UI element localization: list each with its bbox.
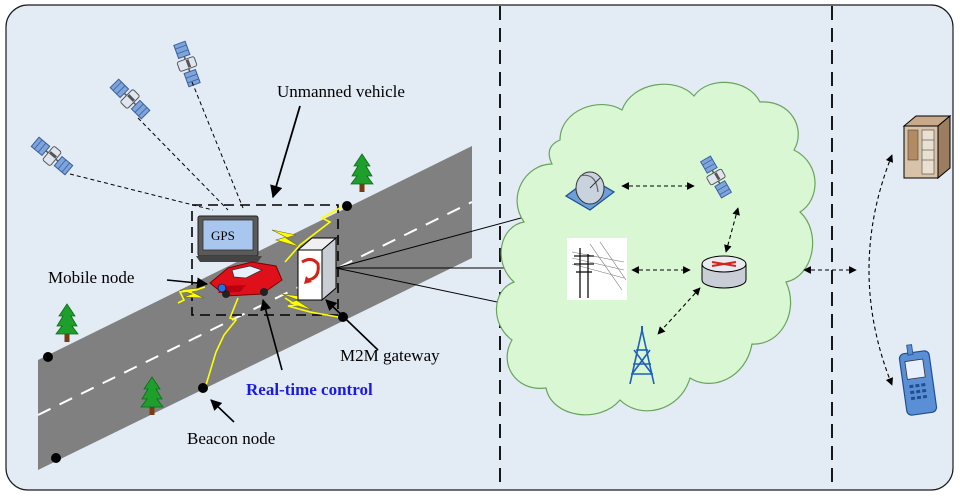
cell-tower-icon bbox=[629, 326, 655, 385]
real-time-control-arrow bbox=[260, 298, 283, 371]
wireless-links bbox=[177, 204, 346, 386]
real-time-control-label: Real-time control bbox=[246, 380, 373, 399]
mobile-node-arrow bbox=[166, 277, 209, 289]
satellite-dish-icon bbox=[564, 171, 616, 211]
gps-label: GPS bbox=[211, 228, 235, 243]
gps-monitor-icon bbox=[196, 215, 262, 262]
road-center-line bbox=[37, 201, 473, 416]
beacon-node-arrow bbox=[210, 399, 235, 423]
beacon-node-label: Beacon node bbox=[187, 429, 276, 448]
server-icon bbox=[902, 114, 952, 180]
mobile-node-label: Mobile node bbox=[48, 268, 135, 287]
cloud-links bbox=[621, 182, 857, 335]
unmanned-vehicle-arrow bbox=[270, 105, 301, 199]
satellite-links bbox=[69, 81, 244, 211]
car-icon bbox=[209, 261, 283, 298]
beacon-node-icon bbox=[43, 201, 352, 463]
router-icon bbox=[701, 255, 747, 289]
m2m-gateway-arrow bbox=[325, 299, 379, 351]
network-cloud bbox=[495, 81, 816, 416]
antenna-tower-icon bbox=[567, 238, 627, 300]
unmanned-vehicle-label: Unmanned vehicle bbox=[277, 82, 405, 101]
unmanned-vehicle-box bbox=[191, 204, 339, 316]
gateway-icon bbox=[296, 236, 338, 302]
mobile-phone-icon bbox=[898, 344, 938, 416]
m2m-gateway-label: M2M gateway bbox=[340, 346, 440, 365]
device-links bbox=[868, 154, 894, 386]
